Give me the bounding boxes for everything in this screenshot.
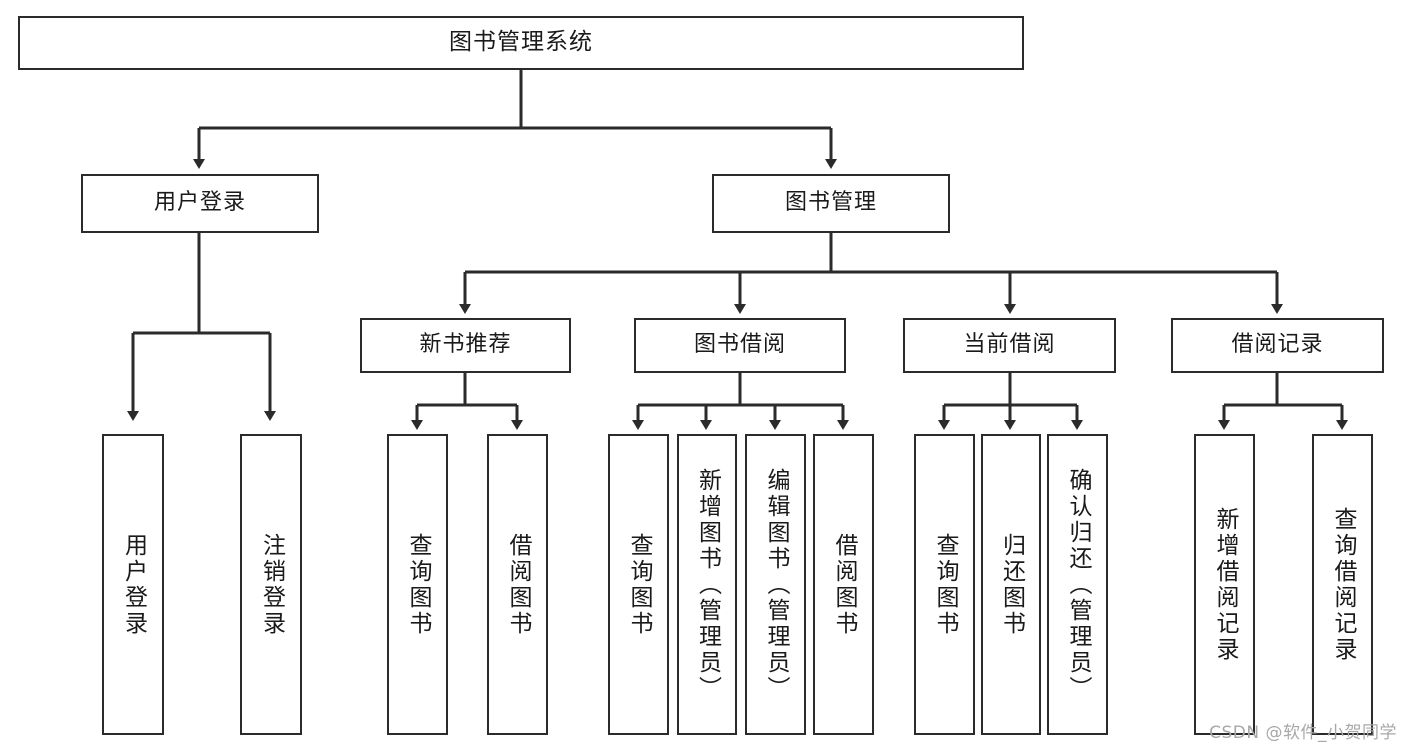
node-new-book-recommend[interactable]: 新书推荐 xyxy=(360,318,571,373)
node-borrow-record[interactable]: 借阅记录 xyxy=(1171,318,1384,373)
node-book-borrow[interactable]: 图书借阅 xyxy=(634,318,846,373)
leaf-edit-book[interactable]: 编辑图书（管理员） xyxy=(745,434,806,735)
node-label: 查询图书 xyxy=(932,532,959,637)
node-label: 图书管理系统 xyxy=(449,29,593,56)
node-label: 归还图书 xyxy=(998,532,1025,637)
node-label: 确认归还（管理员） xyxy=(1065,467,1092,702)
node-label: 当前借阅 xyxy=(963,332,1056,358)
node-root-book-management-system[interactable]: 图书管理系统 xyxy=(18,16,1024,70)
node-user-login[interactable]: 用户登录 xyxy=(81,174,319,233)
leaf-return-book[interactable]: 归还图书 xyxy=(981,434,1041,735)
node-label: 新增借阅记录 xyxy=(1212,506,1239,663)
node-label: 用户登录 xyxy=(153,190,246,216)
leaf-query-book-borrow[interactable]: 查询图书 xyxy=(608,434,669,735)
node-label: 查询图书 xyxy=(626,532,653,637)
node-label: 查询图书 xyxy=(405,532,432,637)
node-label: 借阅图书 xyxy=(505,532,532,637)
node-label: 编辑图书（管理员） xyxy=(763,467,790,702)
node-label: 图书借阅 xyxy=(693,332,786,358)
node-book-management[interactable]: 图书管理 xyxy=(712,174,950,233)
node-current-borrow[interactable]: 当前借阅 xyxy=(903,318,1116,373)
leaf-logout-login[interactable]: 注销登录 xyxy=(240,434,302,735)
leaf-query-book-recommend[interactable]: 查询图书 xyxy=(387,434,448,735)
leaf-borrow-book-borrow[interactable]: 借阅图书 xyxy=(813,434,874,735)
csdn-watermark: CSDN @软件_小贺同学 xyxy=(1209,723,1397,743)
node-label: 用户登录 xyxy=(120,532,147,637)
leaf-user-login[interactable]: 用户登录 xyxy=(102,434,164,735)
leaf-confirm-return[interactable]: 确认归还（管理员） xyxy=(1047,434,1108,735)
leaf-borrow-book-recommend[interactable]: 借阅图书 xyxy=(487,434,548,735)
leaf-add-borrow-record[interactable]: 新增借阅记录 xyxy=(1194,434,1255,735)
leaf-query-borrow-record[interactable]: 查询借阅记录 xyxy=(1312,434,1373,735)
node-label: 注销登录 xyxy=(258,532,285,637)
node-label: 借阅图书 xyxy=(831,532,858,637)
node-label: 借阅记录 xyxy=(1231,332,1324,358)
leaf-add-book[interactable]: 新增图书（管理员） xyxy=(677,434,737,735)
leaf-query-book-current[interactable]: 查询图书 xyxy=(914,434,975,735)
node-label: 新增图书（管理员） xyxy=(694,467,721,702)
node-label: 图书管理 xyxy=(784,190,877,216)
node-label: 查询借阅记录 xyxy=(1330,506,1357,663)
node-label: 新书推荐 xyxy=(419,332,512,358)
